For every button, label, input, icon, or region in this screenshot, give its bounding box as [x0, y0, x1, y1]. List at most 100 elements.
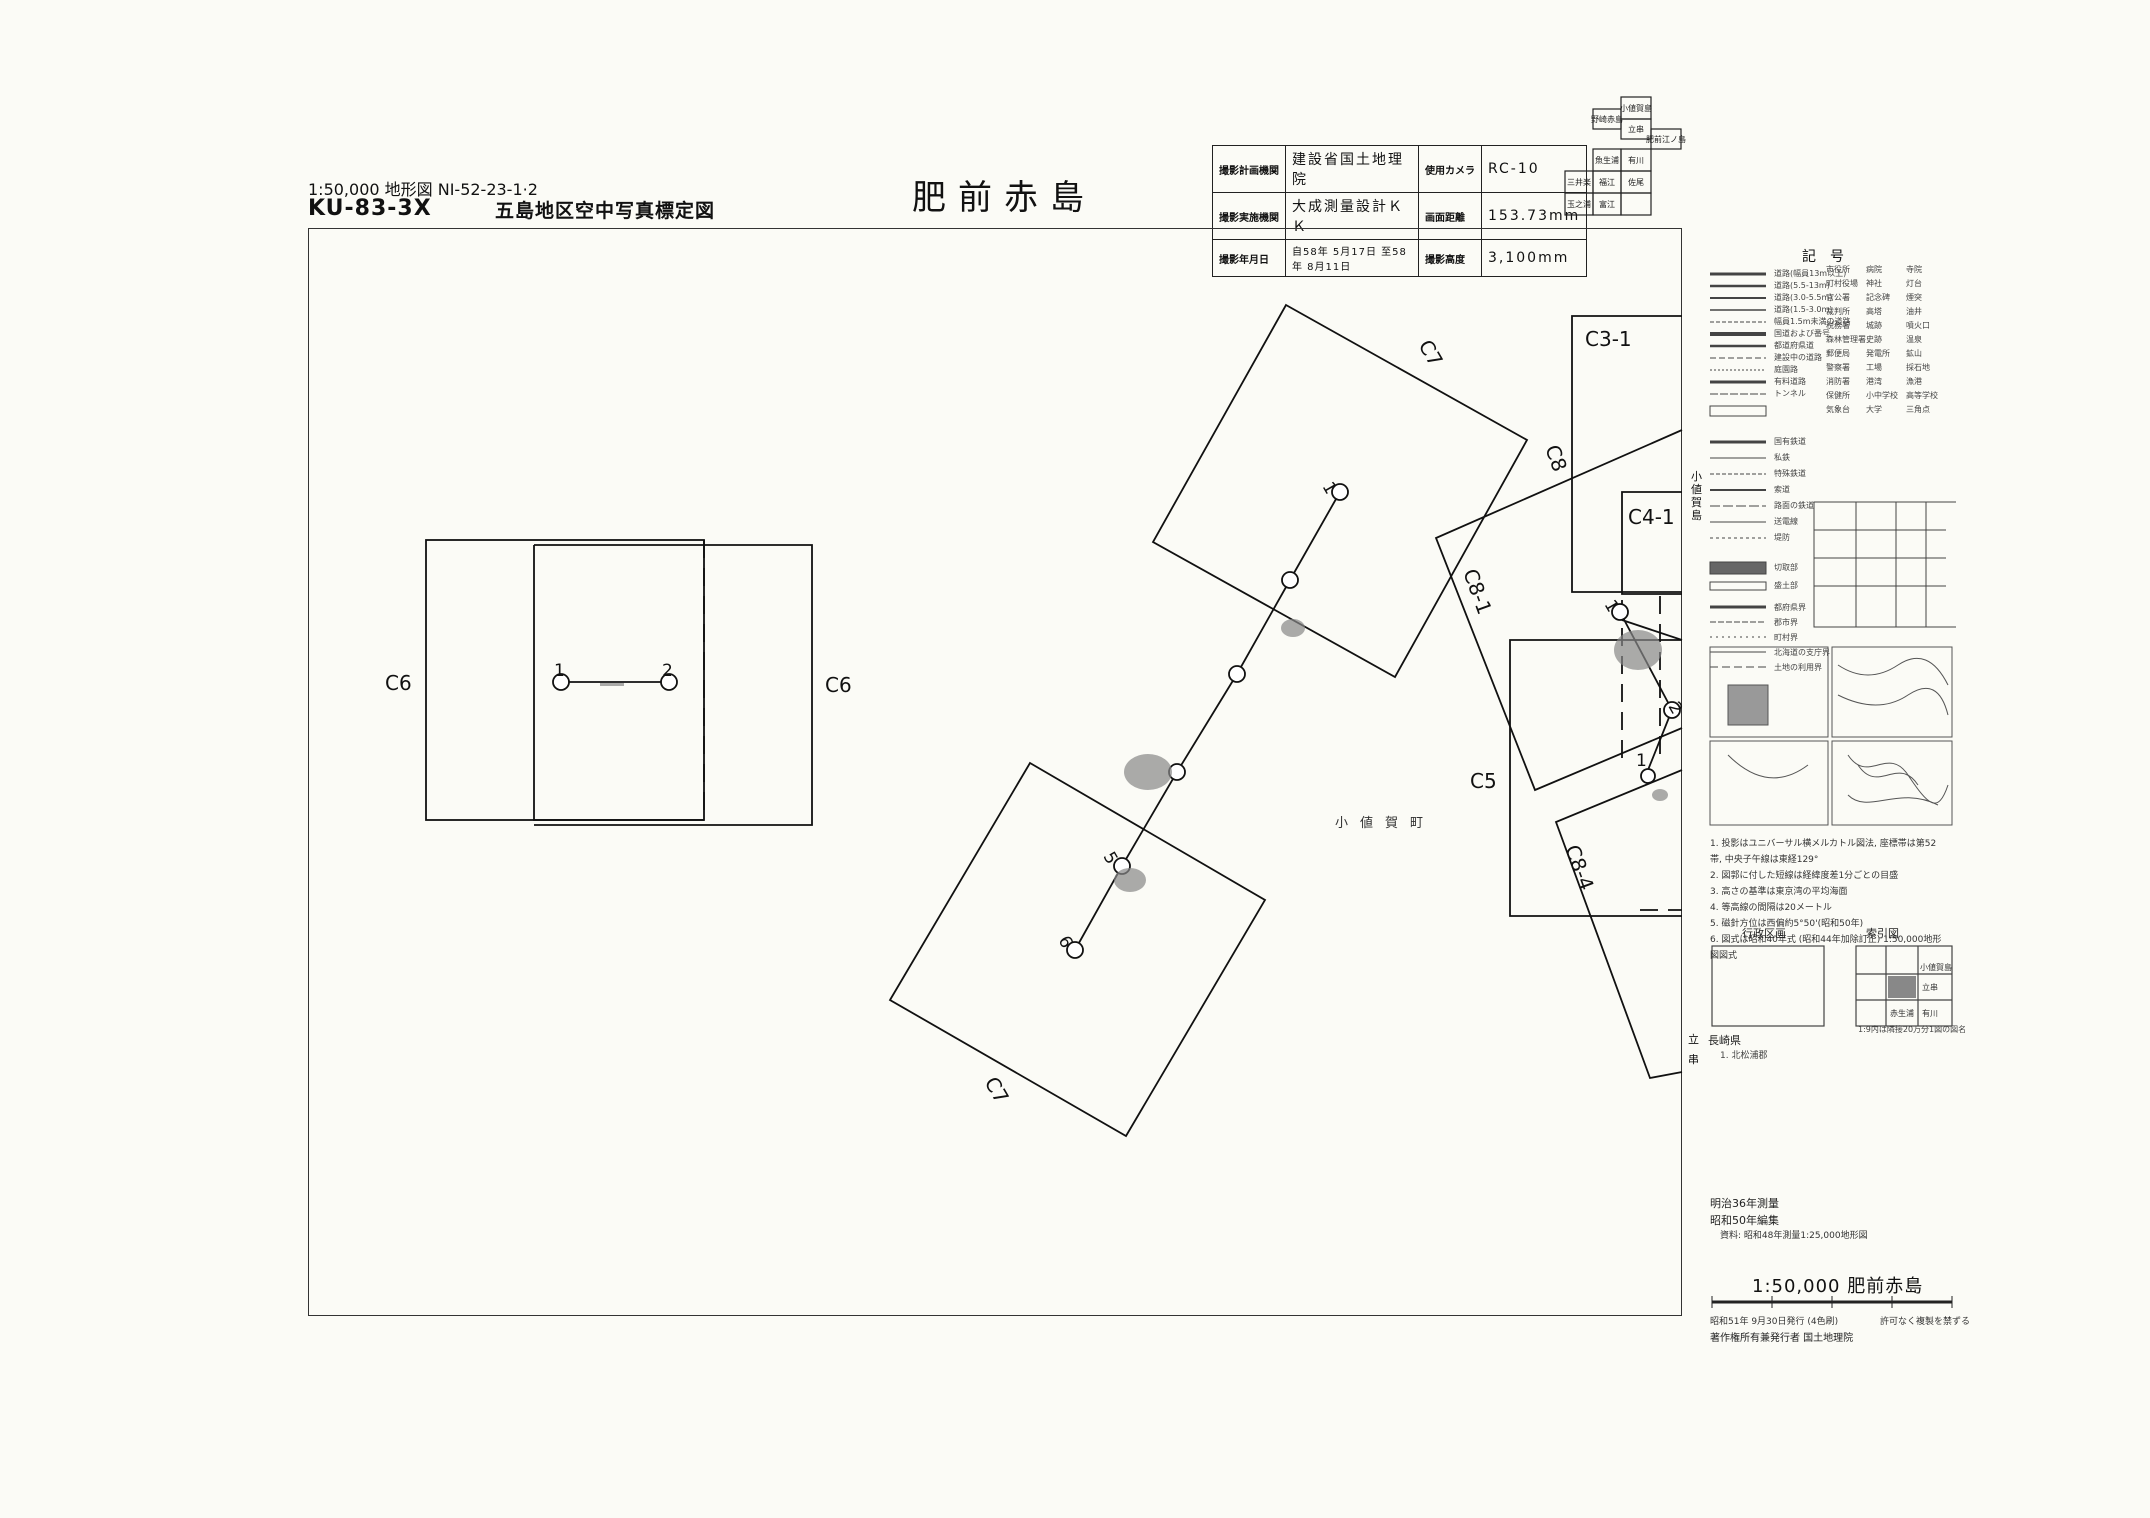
- index-map-cell: 赤生浦: [1890, 1008, 1914, 1018]
- issue-date: 昭和51年 9月30日発行 (4色刷): [1710, 1317, 1839, 1327]
- flight-point-number: 2: [662, 661, 673, 681]
- photo-center-point: [1611, 603, 1629, 621]
- sheet-title: 肥前赤島: [912, 178, 1096, 218]
- svg-text:油井: 油井: [1906, 306, 1922, 316]
- info-value: 自58年 5月17日 至58年 8月11日: [1285, 239, 1419, 277]
- island-shape: [1124, 754, 1172, 790]
- index-map-cell: 小値賀島: [1920, 962, 1952, 972]
- svg-text:灯台: 灯台: [1906, 278, 1922, 288]
- photo-center-point: [1640, 768, 1656, 784]
- photo-label: C8-4: [1560, 842, 1599, 894]
- photo-frame-c8-small: [1621, 619, 1683, 641]
- svg-text:消防署: 消防署: [1826, 376, 1850, 386]
- svg-text:噴火口: 噴火口: [1906, 320, 1930, 330]
- legend-note: 2. 図郭に付した短線は経緯度差1分ごとの目盛: [1710, 871, 1899, 881]
- legend-note: 3. 高さの基準は東京湾の平均海面: [1710, 887, 1848, 897]
- info-value: 153.73mm: [1480, 192, 1588, 240]
- svg-text:大学: 大学: [1866, 404, 1882, 414]
- legend-note: 5. 磁針方位は西偏約5°50'(昭和50年): [1710, 919, 1864, 929]
- map-frame: [308, 228, 1682, 1316]
- photo-label: C4-1: [1628, 505, 1675, 529]
- legend-note: 6. 図式は昭和40年式 (昭和44年加除訂正) 1:50,000地形図図式: [1710, 935, 1942, 961]
- legend-notes: 1. 投影はユニバーサル横メルカトル図法, 座標帯は第52帯, 中央子午線は東経…: [1710, 836, 1942, 964]
- edit-year: 昭和50年編集: [1710, 1214, 1779, 1227]
- svg-text:採石地: 採石地: [1906, 362, 1930, 372]
- photo-frame-c6-right-part: [533, 545, 704, 821]
- flight-point-number: 1: [554, 661, 565, 681]
- photo-frame-c3-1: [1571, 315, 1682, 593]
- svg-text:北海道の支庁界: 北海道の支庁界: [1774, 647, 1830, 657]
- index-map-cell: 立串: [1922, 982, 1938, 992]
- photo-label: C7: [1414, 336, 1448, 371]
- svg-text:特殊鉄道: 特殊鉄道: [1774, 468, 1806, 478]
- photo-label: C7: [980, 1073, 1014, 1108]
- photo-frame-c6-right: [534, 544, 813, 826]
- svg-text:土地の利用界: 土地の利用界: [1774, 662, 1822, 672]
- info-key: 撮影実施機関: [1212, 192, 1286, 240]
- svg-text:記念碑: 記念碑: [1866, 292, 1890, 302]
- island-shape: [1614, 630, 1662, 670]
- legend-symbols: 道路(幅員13m以上) 道路(5.5-13m) 道路(3.0-5.5m) 道路(…: [1709, 264, 1956, 672]
- svg-text:寺院: 寺院: [1906, 264, 1922, 274]
- svg-text:史跡: 史跡: [1866, 334, 1882, 344]
- info-value: RC-10: [1480, 145, 1588, 193]
- svg-text:庭園路: 庭園路: [1774, 364, 1798, 374]
- index-cell: 小値賀島: [1620, 103, 1652, 113]
- svg-text:幅員1.5m未満の道路: 幅員1.5m未満の道路: [1774, 316, 1851, 326]
- photo-center-point: [1228, 665, 1246, 683]
- copy-note: 許可なく複製を禁ずる: [1880, 1317, 1971, 1327]
- photo-label: C5: [1470, 769, 1497, 793]
- photo-frame-c5: [1509, 639, 1682, 917]
- margin-place-label: 立串: [1688, 1033, 1699, 1066]
- index-map-cell: 有川: [1922, 1008, 1938, 1018]
- index-cell: 三井楽: [1567, 177, 1591, 187]
- svg-text:盛土部: 盛土部: [1774, 580, 1798, 590]
- flight-point-number: 1: [1636, 751, 1647, 771]
- island-shape: [1281, 619, 1305, 637]
- svg-text:城跡: 城跡: [1866, 320, 1882, 330]
- svg-text:鉱山: 鉱山: [1906, 348, 1922, 358]
- svg-text:町村界: 町村界: [1774, 632, 1798, 642]
- info-value: 3,100mm: [1480, 239, 1588, 277]
- index-map-title: 索引図: [1866, 927, 1899, 940]
- info-key: 画面距離: [1418, 192, 1482, 240]
- scale-bar: [1711, 1296, 1953, 1308]
- legend-note: 1. 投影はユニバーサル横メルカトル図法, 座標帯は第52帯, 中央子午線は東経…: [1710, 839, 1937, 865]
- svg-text:裁判所: 裁判所: [1826, 306, 1850, 316]
- index-cell: 野崎赤島: [1591, 114, 1623, 124]
- footer-scale-title: 1:50,000 肥前赤島: [1752, 1276, 1924, 1297]
- svg-text:切取部: 切取部: [1774, 562, 1798, 572]
- photo-frame-c8-4: [1554, 769, 1683, 1080]
- photo-center-point: [1066, 941, 1084, 959]
- info-key: 撮影高度: [1418, 239, 1482, 277]
- photo-label: C3-1: [1585, 327, 1632, 351]
- sheet-scale-line: 1:50,000 地形図 NI-52-23-1·2: [308, 180, 538, 199]
- svg-text:送電線: 送電線: [1774, 516, 1798, 526]
- island-shape: [1652, 789, 1668, 801]
- photo-frame-c7-bottom: [888, 761, 1267, 1138]
- svg-text:漁港: 漁港: [1906, 376, 1922, 386]
- svg-text:道路(3.0-5.5m): 道路(3.0-5.5m): [1774, 292, 1832, 302]
- svg-text:索道: 索道: [1774, 484, 1790, 494]
- info-key: 使用カメラ: [1418, 145, 1482, 193]
- index-current-sheet: [1888, 976, 1916, 998]
- map-side-label: 小値賀島: [1691, 470, 1702, 522]
- svg-text:町村役場: 町村役場: [1826, 278, 1858, 288]
- svg-text:都道府県道: 都道府県道: [1774, 340, 1814, 350]
- photo-label: C6: [385, 671, 412, 695]
- svg-text:国道および番号: 国道および番号: [1774, 328, 1830, 338]
- photo-frame-c4-1: [1621, 491, 1682, 595]
- svg-text:小中学校: 小中学校: [1866, 390, 1898, 400]
- admin-district: 1. 北松浦郡: [1720, 1051, 1768, 1061]
- svg-text:保健所: 保健所: [1826, 390, 1850, 400]
- source-note: 資料: 昭和48年測量1:25,000地形図: [1720, 1231, 1868, 1241]
- admin-map-title: 行政区画: [1742, 927, 1786, 940]
- svg-text:有料道路: 有料道路: [1774, 376, 1806, 386]
- svg-text:病院: 病院: [1866, 264, 1882, 274]
- photo-center-point: [660, 673, 678, 691]
- legend-heading: 記号: [1802, 249, 1858, 265]
- photo-frame-c8: [1434, 429, 1683, 792]
- photo-center-point: [1331, 483, 1349, 501]
- svg-text:都府県界: 都府県界: [1774, 602, 1806, 612]
